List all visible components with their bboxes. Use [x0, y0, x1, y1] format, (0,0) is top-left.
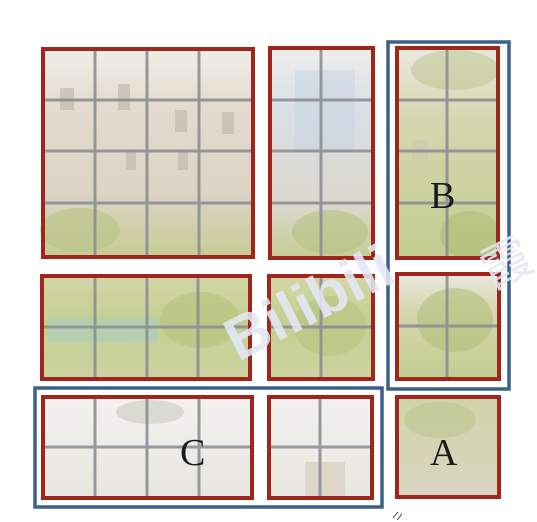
- label-a: A: [430, 432, 458, 474]
- stray-mark: [393, 512, 402, 520]
- label-b: B: [430, 175, 455, 217]
- label-c: C: [180, 432, 205, 474]
